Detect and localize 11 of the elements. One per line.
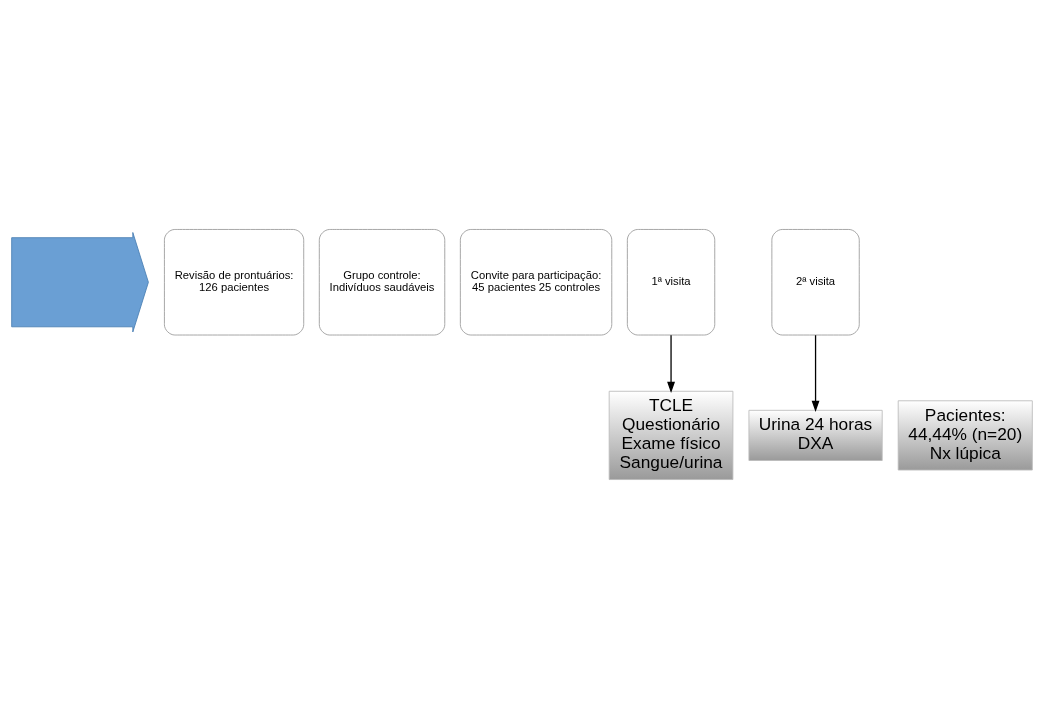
node-box: 1ª visita xyxy=(626,229,716,336)
node-box: TCLE Questionário Exame físico Sangue/urina xyxy=(608,390,734,480)
node-box: Revisão de prontuários: 126 pacientes xyxy=(163,229,305,336)
arrow xyxy=(811,334,820,412)
node-box: 2ª visita xyxy=(771,229,860,336)
arrow xyxy=(667,334,675,394)
node-box: Urina 24 horas DXA xyxy=(748,409,883,461)
node-box: Pacientes: 44,44% (n=20) Nx lúpica xyxy=(897,400,1033,471)
node-arrow xyxy=(11,232,149,333)
node-box: Convite para participação: 45 pacientes 25 controles xyxy=(459,229,613,336)
node-box: Grupo controle: Indivíduos saudáveis xyxy=(318,229,446,336)
